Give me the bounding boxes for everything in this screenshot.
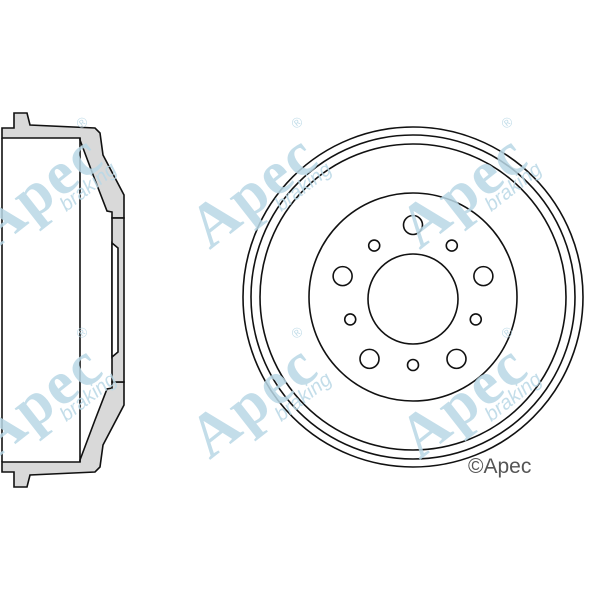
small-hole xyxy=(367,239,381,252)
mounting-face xyxy=(308,192,518,402)
bolt-hole xyxy=(332,265,353,287)
bolt-hole xyxy=(359,348,380,370)
side-section-bottom xyxy=(1,381,125,488)
side-hub-recess xyxy=(111,241,119,359)
rim-step xyxy=(250,134,576,460)
copyright-text: ©Apec xyxy=(468,455,532,478)
side-section-top xyxy=(1,112,125,219)
small-hole xyxy=(406,358,420,372)
front-view xyxy=(242,126,584,468)
bolt-hole xyxy=(446,348,467,370)
outer-rim xyxy=(242,126,584,468)
side-view xyxy=(1,112,125,488)
small-hole xyxy=(469,313,483,326)
bolt-hole xyxy=(473,265,494,287)
center-bore xyxy=(367,253,459,345)
bolt-hole xyxy=(402,214,424,236)
small-hole xyxy=(445,239,459,252)
inner-rim xyxy=(259,143,567,451)
small-hole xyxy=(343,313,357,326)
